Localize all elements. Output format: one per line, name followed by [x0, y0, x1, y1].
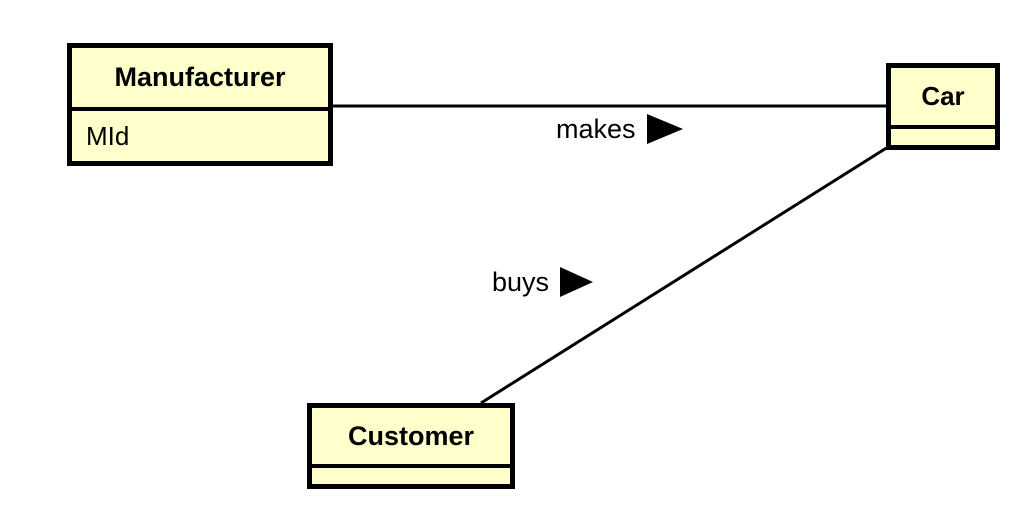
association-label-buys[interactable]: buys [492, 266, 594, 297]
association-line-buys[interactable] [480, 145, 889, 405]
compartment-divider-car [891, 125, 995, 129]
class-attribute-row: MId [86, 120, 130, 151]
class-attributes-customer [312, 468, 510, 488]
class-box-manufacturer[interactable]: Manufacturer MId [67, 43, 333, 166]
class-name-customer: Customer [347, 420, 475, 451]
compartment-divider-customer [312, 464, 510, 468]
class-name-car: Car [921, 81, 965, 111]
class-box-car[interactable]: Car [886, 63, 1000, 150]
association-label-text: buys [492, 266, 550, 297]
class-attributes-manufacturer: MId [72, 111, 328, 161]
direction-triangle-icon [560, 267, 594, 297]
direction-triangle-icon [646, 114, 683, 144]
class-box-customer[interactable]: Customer [307, 403, 515, 489]
compartment-divider-manufacturer [72, 107, 328, 111]
association-label-text: makes [556, 113, 636, 144]
class-attributes-car [891, 129, 995, 149]
class-name-manufacturer: Manufacturer [114, 62, 286, 92]
association-label-makes[interactable]: makes [556, 114, 683, 144]
